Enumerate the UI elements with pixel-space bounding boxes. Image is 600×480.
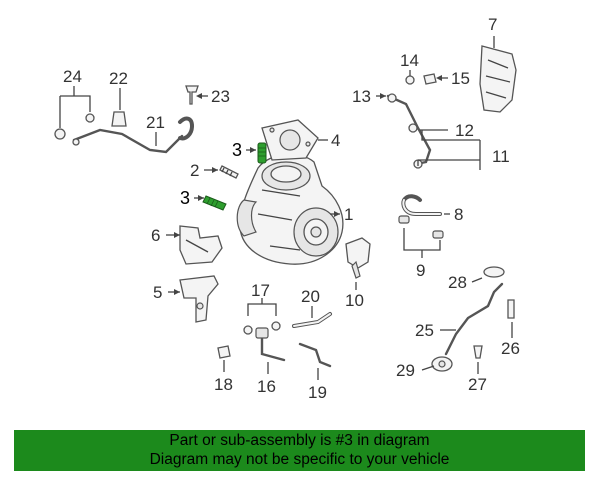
callout-2[interactable]: 2 — [190, 161, 199, 180]
callout-labels: 1 2 3 3 4 5 6 7 8 9 10 11 12 13 14 15 16… — [63, 15, 520, 402]
hose-part-8[interactable] — [398, 194, 444, 239]
water-pipe-part-21[interactable] — [54, 113, 195, 154]
callout-19[interactable]: 19 — [308, 383, 327, 402]
banner-line-2: Diagram may not be specific to your vehi… — [149, 451, 450, 468]
callout-10[interactable]: 10 — [345, 291, 364, 310]
callout-9[interactable]: 9 — [416, 261, 425, 280]
callout-25[interactable]: 25 — [415, 321, 434, 340]
callout-21[interactable]: 21 — [146, 113, 165, 132]
callout-8[interactable]: 8 — [454, 205, 463, 224]
callout-7[interactable]: 7 — [488, 15, 497, 34]
arrowheads — [174, 75, 442, 295]
callout-24[interactable]: 24 — [63, 67, 82, 86]
callout-22[interactable]: 22 — [109, 69, 128, 88]
gasket-part[interactable] — [261, 119, 319, 161]
callout-13[interactable]: 13 — [352, 87, 371, 106]
callout-14[interactable]: 14 — [400, 51, 419, 70]
callout-17[interactable]: 17 — [251, 281, 270, 300]
highlighted-stud-lower[interactable] — [202, 195, 227, 211]
callout-4[interactable]: 4 — [331, 131, 340, 150]
callout-12[interactable]: 12 — [455, 121, 474, 140]
actuator-part-10[interactable] — [345, 237, 371, 279]
callout-20[interactable]: 20 — [301, 287, 320, 306]
parts-diagram: 1 2 3 3 4 5 6 7 8 9 10 11 12 13 14 15 16… — [54, 15, 520, 402]
hose-part-19[interactable] — [298, 342, 332, 368]
water-pipe-part-16[interactable] — [243, 321, 286, 362]
heat-shield-part-7[interactable] — [479, 45, 517, 113]
callout-27[interactable]: 27 — [468, 375, 487, 394]
notice-banner: Part or sub-assembly is #3 in diagram Di… — [14, 430, 585, 471]
bolt-part-23[interactable] — [185, 85, 199, 105]
callout-23[interactable]: 23 — [211, 87, 230, 106]
callout-1[interactable]: 1 — [344, 205, 353, 224]
stud-part[interactable] — [219, 165, 239, 179]
callout-15[interactable]: 15 — [451, 69, 470, 88]
callout-5[interactable]: 5 — [153, 283, 162, 302]
oil-return-pipe-part-25[interactable] — [431, 266, 515, 372]
turbocharger-part[interactable] — [236, 153, 344, 265]
highlighted-stud-upper[interactable] — [257, 142, 267, 164]
callout-6[interactable]: 6 — [151, 226, 160, 245]
callout-18[interactable]: 18 — [214, 375, 233, 394]
callout-11[interactable]: 11 — [492, 147, 510, 166]
oil-pipe-assembly[interactable] — [386, 73, 437, 169]
banner-line-1: Part or sub-assembly is #3 in diagram — [169, 432, 430, 449]
heat-shield-part-6[interactable] — [179, 225, 223, 265]
callout-29[interactable]: 29 — [396, 361, 415, 380]
bolt-part-18[interactable] — [217, 345, 231, 359]
leader-lines — [59, 36, 513, 380]
callout-16[interactable]: 16 — [257, 377, 276, 396]
callout-3-lower[interactable]: 3 — [180, 188, 190, 208]
hose-part-20[interactable] — [292, 312, 332, 328]
callout-26[interactable]: 26 — [501, 339, 520, 358]
callout-28[interactable]: 28 — [448, 273, 467, 292]
callout-3-upper[interactable]: 3 — [232, 140, 242, 160]
banjo-bolt-part-22[interactable] — [111, 111, 127, 127]
bracket-part-5[interactable] — [179, 275, 219, 323]
